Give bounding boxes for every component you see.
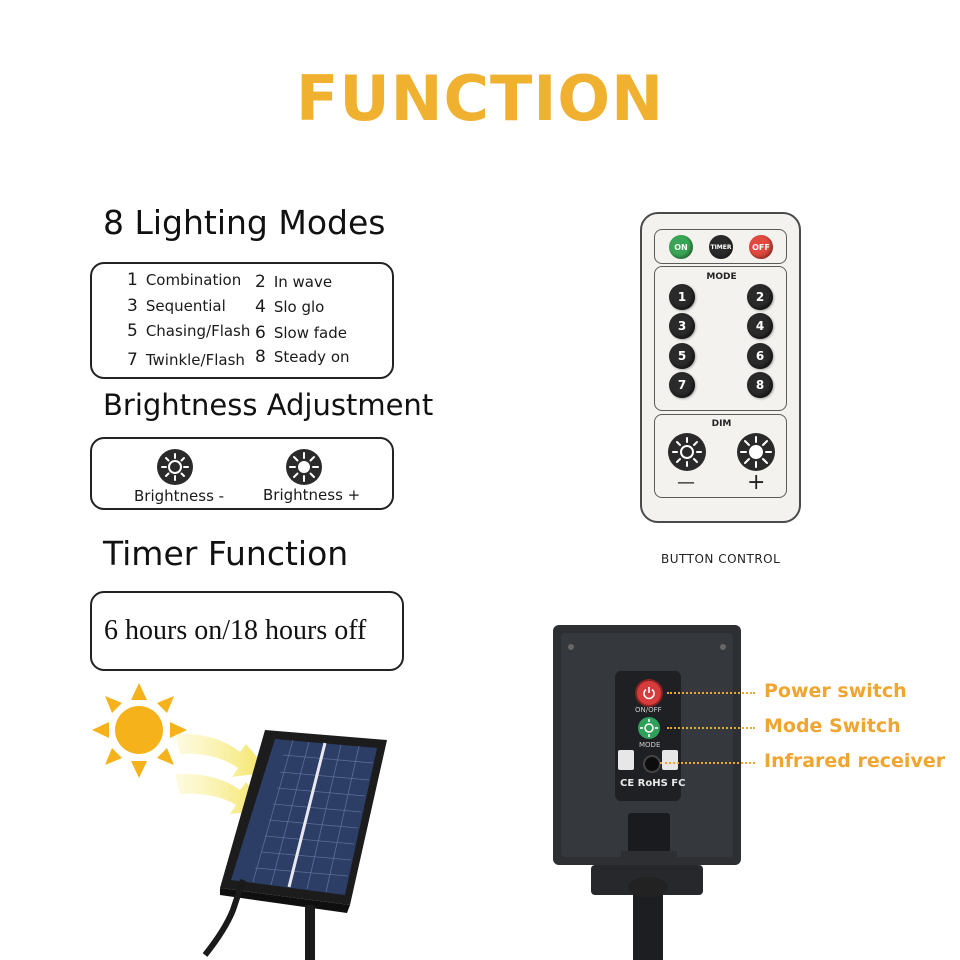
- brightness-heading: Brightness Adjustment: [103, 388, 434, 422]
- power-switch-pointer: [667, 692, 755, 694]
- remote-top-panel: ON TIMER OFF: [654, 229, 787, 264]
- timer-value: 6 hours on/18 hours off: [104, 615, 367, 646]
- lighting-modes-heading: 8 Lighting Modes: [103, 203, 386, 242]
- remote-control: ON TIMER OFF MODE 1 2 3 4 5 6 7 8 DIM: [640, 212, 801, 523]
- controller-box-image: [553, 625, 741, 960]
- infrared-receiver-callout: Infrared receiver: [764, 750, 946, 772]
- mode-button-1[interactable]: 1: [669, 284, 695, 310]
- mode-switch-callout: Mode Switch: [764, 715, 901, 737]
- remote-mode-panel: MODE 1 2 3 4 5 6 7 8: [654, 266, 787, 411]
- off-button[interactable]: OFF: [749, 235, 773, 259]
- infrared-pointer: [660, 762, 755, 764]
- certification-marks: CE RoHS FC: [620, 778, 686, 789]
- dim-minus-icon[interactable]: [667, 432, 707, 472]
- dim-plus-icon[interactable]: [736, 432, 776, 472]
- mode-button-2[interactable]: 2: [747, 284, 773, 310]
- mode-button-6[interactable]: 6: [747, 343, 773, 369]
- timer-box: 6 hours on/18 hours off: [90, 591, 404, 671]
- power-icon: [643, 687, 655, 700]
- mode-gear-icon[interactable]: [637, 716, 661, 740]
- controller-mode-label: MODE: [639, 741, 661, 749]
- brightness-plus-label: Brightness +: [263, 486, 361, 504]
- mode-button-4[interactable]: 4: [747, 313, 773, 339]
- brightness-minus-icon: [157, 449, 193, 485]
- dim-label: DIM: [711, 419, 732, 429]
- mode-switch-pointer: [667, 727, 755, 729]
- sun-icon: [92, 683, 187, 778]
- timer-button[interactable]: TIMER: [709, 235, 733, 259]
- mode-label: MODE: [706, 272, 737, 282]
- brightness-box: Brightness - Brightness +: [90, 437, 394, 510]
- remote-caption: BUTTON CONTROL: [661, 552, 781, 566]
- mode-button-7[interactable]: 7: [669, 372, 695, 398]
- brightness-minus-label: Brightness -: [134, 487, 225, 505]
- brightness-plus-icon: [286, 449, 322, 485]
- on-button[interactable]: ON: [669, 235, 693, 259]
- lighting-pictogram-icon: [662, 750, 678, 770]
- infrared-receiver: [643, 755, 661, 773]
- mode-button-3[interactable]: 3: [669, 313, 695, 339]
- power-switch-callout: Power switch: [764, 680, 907, 702]
- remote-pictogram-icon: [618, 750, 634, 770]
- remote-dim-panel: DIM — +: [654, 414, 787, 498]
- dim-plus-sign: +: [747, 470, 766, 495]
- timer-heading: Timer Function: [103, 534, 349, 573]
- solar-panel-image: [202, 730, 387, 960]
- mode-button-5[interactable]: 5: [669, 343, 695, 369]
- dim-minus-sign: —: [677, 472, 695, 493]
- page-title: FUNCTION: [295, 62, 665, 135]
- mode-button-8[interactable]: 8: [747, 372, 773, 398]
- onoff-label: ON/OFF: [635, 706, 662, 714]
